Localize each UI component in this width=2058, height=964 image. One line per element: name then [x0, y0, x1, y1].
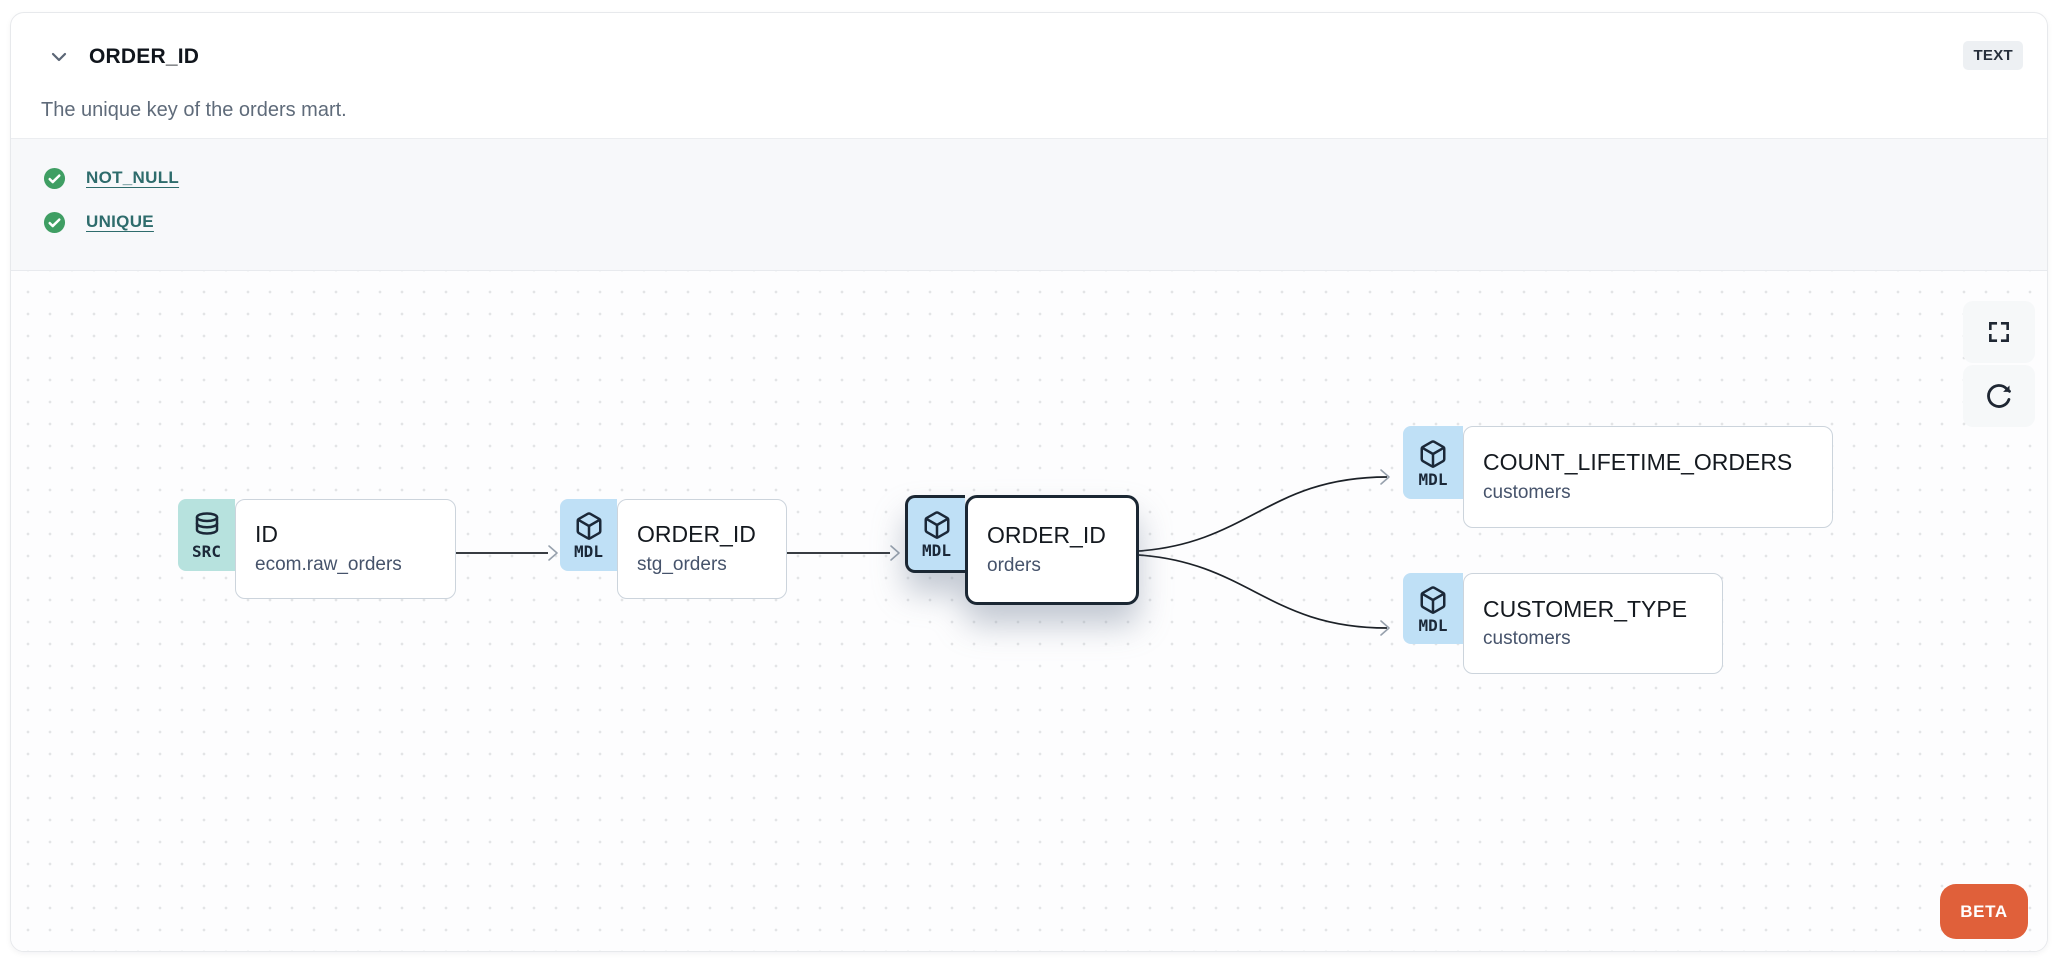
column-type-badge: TEXT [1963, 41, 2023, 70]
fullscreen-button[interactable] [1963, 301, 2035, 363]
arrowhead-icon [548, 545, 558, 561]
lineage-node-customer-type[interactable]: MDL CUSTOMER_TYPE customers [1403, 573, 1723, 674]
lineage-node-order-id-stg-orders[interactable]: MDL ORDER_ID stg_orders [560, 499, 787, 599]
refresh-icon [1987, 384, 2011, 408]
test-link-unique[interactable]: UNIQUE [86, 212, 154, 231]
chevron-down-icon [51, 52, 67, 62]
node-title: ORDER_ID [637, 521, 756, 548]
node-card: ORDER_ID stg_orders [617, 499, 787, 599]
cube-icon [1420, 585, 1446, 614]
node-kind-badge: MDL [560, 499, 617, 571]
database-icon [195, 512, 218, 535]
node-kind-badge: MDL [1403, 573, 1463, 644]
node-card: COUNT_LIFETIME_ORDERS customers [1463, 426, 1833, 528]
check-circle-icon [43, 211, 66, 233]
node-kind-label: SRC [192, 542, 221, 561]
node-card: CUSTOMER_TYPE customers [1463, 573, 1723, 674]
node-subtitle: customers [1483, 481, 1571, 503]
cube-icon [1420, 439, 1446, 468]
node-kind-label: MDL [1418, 615, 1448, 635]
column-description: The unique key of the orders mart. [41, 99, 347, 121]
lineage-edges [455, 469, 1390, 636]
check-circle-icon [43, 167, 66, 189]
refresh-button[interactable] [1963, 365, 2035, 427]
node-card: ORDER_ID orders [965, 495, 1139, 605]
node-title: CUSTOMER_TYPE [1483, 595, 1688, 622]
page-title: ORDER_ID [89, 45, 200, 68]
arrowhead-icon [890, 545, 900, 561]
edge-orders-to-count [1138, 476, 1388, 552]
lineage-node-id-raw-orders[interactable]: SRC ID ecom.raw_orders [178, 499, 456, 599]
node-subtitle: ecom.raw_orders [255, 553, 402, 575]
node-card: ID ecom.raw_orders [235, 499, 456, 599]
test-row: NOT_NULL [43, 161, 2047, 195]
node-kind-badge: MDL [1403, 426, 1463, 499]
node-title: ORDER_ID [987, 522, 1106, 549]
node-subtitle: customers [1483, 628, 1571, 650]
lineage-canvas[interactable]: SRC ID ecom.raw_orders MDL [11, 271, 2047, 951]
node-kind-badge: MDL [905, 495, 965, 573]
canvas-controls [1963, 301, 2035, 427]
node-kind-label: MDL [574, 542, 603, 561]
lineage-node-order-id-orders-selected[interactable]: MDL ORDER_ID orders [905, 495, 1139, 605]
node-kind-label: MDL [922, 541, 951, 560]
collapse-button[interactable] [41, 39, 77, 75]
maximize-icon [1989, 322, 2009, 342]
node-subtitle: stg_orders [637, 553, 727, 575]
arrowhead-icon [1380, 620, 1390, 636]
node-kind-badge: SRC [178, 499, 235, 571]
test-row: UNIQUE [43, 205, 2047, 239]
cube-icon [924, 511, 949, 539]
lineage-node-count-lifetime-orders[interactable]: MDL COUNT_LIFETIME_ORDERS customers [1403, 426, 1833, 528]
node-kind-label: MDL [1418, 469, 1448, 489]
edge-orders-to-type [1138, 554, 1388, 629]
arrowhead-icon [1380, 469, 1390, 485]
header: ORDER_ID TEXT The unique key of the orde… [11, 13, 2047, 138]
node-title: COUNT_LIFETIME_ORDERS [1483, 449, 1793, 476]
cube-icon [576, 512, 601, 540]
test-link-not-null[interactable]: NOT_NULL [86, 168, 180, 187]
column-details-card: ORDER_ID TEXT The unique key of the orde… [10, 12, 2048, 952]
tests-section: NOT_NULL UNIQUE [11, 138, 2047, 271]
node-title: ID [255, 521, 278, 548]
node-subtitle: orders [987, 554, 1041, 576]
beta-badge: BETA [1940, 884, 2028, 939]
